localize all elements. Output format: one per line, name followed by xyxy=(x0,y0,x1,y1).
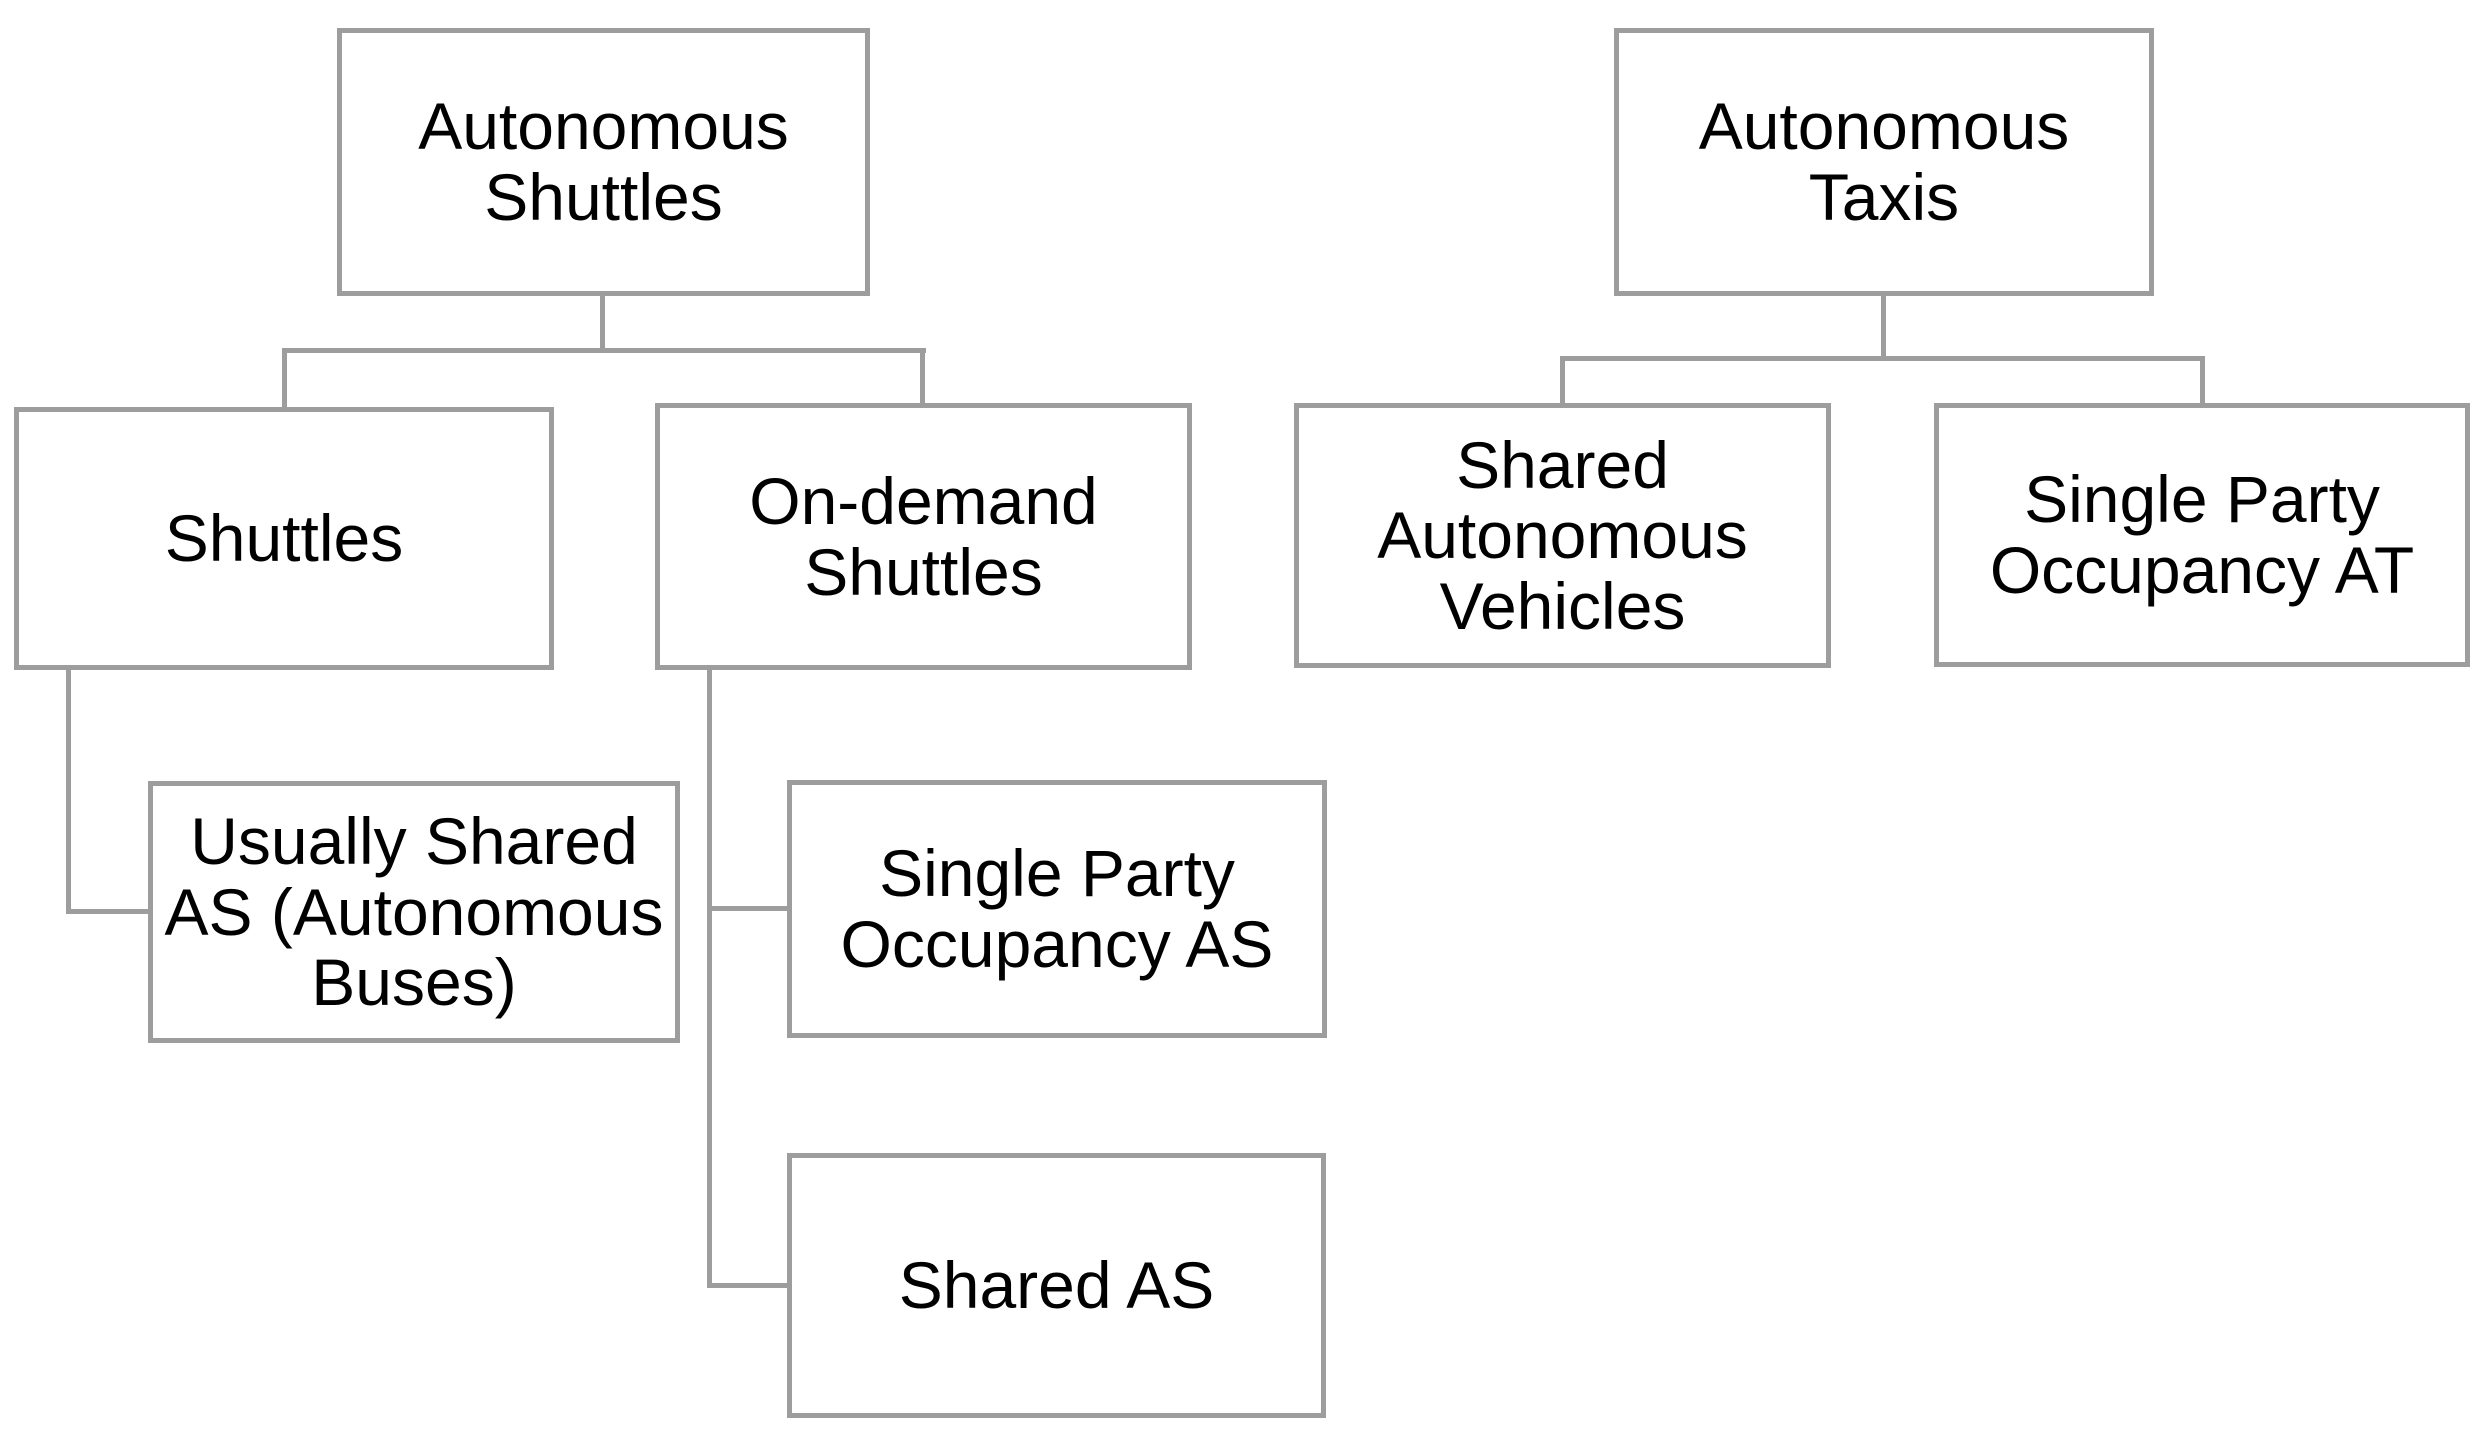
node-shuttles: Shuttles xyxy=(14,407,554,670)
edge-shuttles-drop xyxy=(282,348,287,407)
node-single-party-occupancy-as: Single Party Occupancy AS xyxy=(787,780,1327,1038)
node-shared-as: Shared AS xyxy=(787,1153,1326,1418)
edge-single-party-at-drop xyxy=(2200,356,2205,403)
edge-on-demand-shuttles-drop xyxy=(920,348,925,403)
node-single-party-occupancy-at: Single Party Occupancy AT xyxy=(1934,403,2470,667)
edge-shuttles-to-usually-shared-stub xyxy=(66,909,153,914)
edge-shared-autonomous-vehicles-drop xyxy=(1560,356,1565,403)
edge-single-party-as-stub xyxy=(707,906,792,911)
edge-taxis-rail xyxy=(1560,356,2205,361)
edge-on-demand-children-vertical xyxy=(707,665,712,1288)
edge-autonomous-shuttles-drop xyxy=(600,296,605,353)
edge-autonomous-taxis-drop xyxy=(1881,296,1886,361)
node-usually-shared-as: Usually Shared AS (Autonomous Buses) xyxy=(148,781,680,1043)
node-autonomous-shuttles: Autonomous Shuttles xyxy=(337,28,870,296)
node-autonomous-taxis: Autonomous Taxis xyxy=(1614,28,2154,296)
edge-shuttles-rail xyxy=(282,348,926,353)
node-shared-autonomous-vehicles: Shared Autonomous Vehicles xyxy=(1294,403,1831,668)
edge-shuttles-to-usually-shared-vertical xyxy=(66,665,71,914)
node-on-demand-shuttles: On-demand Shuttles xyxy=(655,403,1192,670)
edge-shared-as-stub xyxy=(707,1283,792,1288)
